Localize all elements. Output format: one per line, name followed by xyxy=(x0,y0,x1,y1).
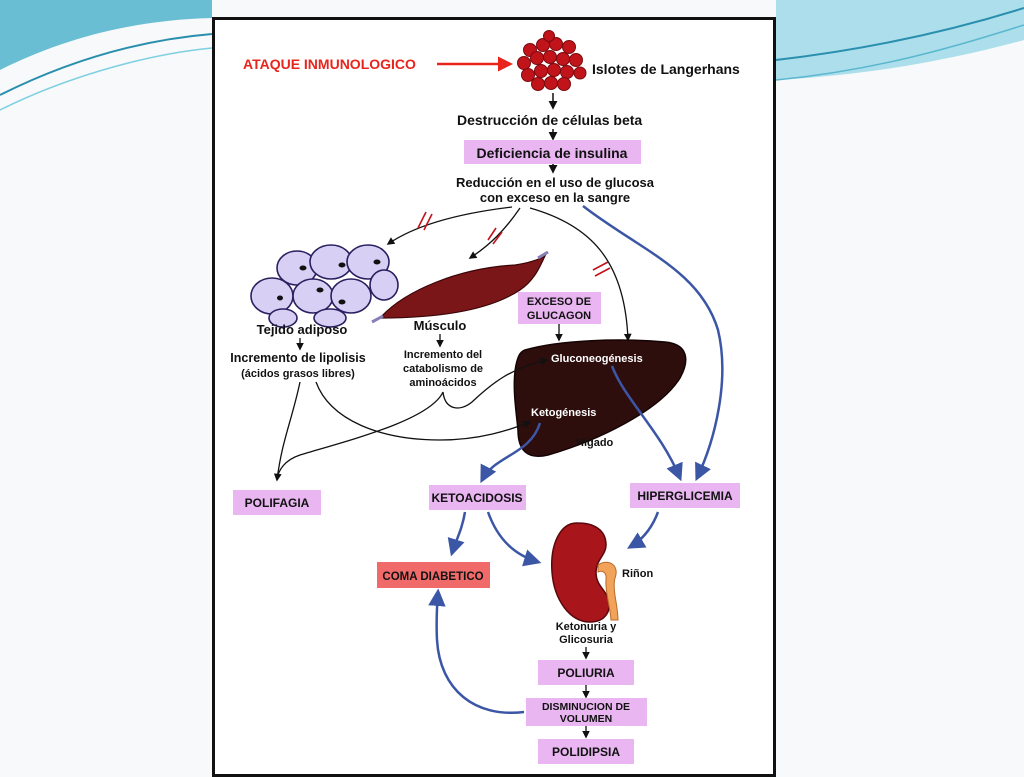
glucose-to-liver-arrow xyxy=(529,207,632,342)
lipolysis-label-line2: (ácidos grasos libres) xyxy=(241,368,355,380)
ketoacidosis-label: KETOACIDOSIS xyxy=(431,491,522,505)
catabolism-to-gluconeogenesis-arrow xyxy=(442,357,549,409)
catabolism-label-line3: aminoácidos xyxy=(409,377,476,389)
gluconeogenesis-to-hyperglycemia-arrow xyxy=(610,365,683,482)
polifagia-box xyxy=(233,490,321,515)
glucagon-label-line1: EXCESO DE xyxy=(527,296,591,308)
gluconeogenesis-label: Gluconeogénesis xyxy=(551,353,643,365)
muscle-tendon xyxy=(371,250,549,324)
adipose-tissue-icon xyxy=(250,244,399,328)
polidipsia-label: POLIDIPSIA xyxy=(552,745,620,759)
liver-icon xyxy=(513,339,687,457)
teal-swoosh-right-line2 xyxy=(775,24,1024,81)
kidney-icon xyxy=(551,522,610,623)
polidipsia-box xyxy=(538,739,634,764)
glucose-label-line2: con exceso en la sangre xyxy=(480,190,630,205)
glucose-to-hyperglycemia-arrow xyxy=(582,205,724,482)
catabolism-label-line2: catabolismo de xyxy=(403,363,483,375)
lipolysis-to-polifagia-arrow xyxy=(273,381,301,482)
kidney-label: Riñon xyxy=(622,568,653,580)
insulin-deficiency-label: Deficiencia de insulina xyxy=(477,145,628,161)
hyperglycemia-to-kidney-arrow xyxy=(626,511,660,549)
muscle-label: Músculo xyxy=(414,318,467,333)
block-marks xyxy=(417,211,611,277)
ketonuria-label-line2: Glicosuria xyxy=(559,634,614,646)
lipolysis-label-line1: Incremento de lipolisis xyxy=(230,351,365,365)
beta-destruction-label: Destrucción de células beta xyxy=(457,112,642,128)
catabolism-label-line1: Incremento del xyxy=(404,349,482,361)
lipolysis-to-ketogenesis-arrow xyxy=(315,381,532,441)
volume-label-line1: DISMINUCION DE xyxy=(542,701,630,713)
islet-cluster-icon xyxy=(517,30,587,91)
teal-swoosh-left xyxy=(0,0,212,70)
glucose-to-adipose-arrow xyxy=(386,206,513,245)
volume-label-line2: VOLUMEN xyxy=(560,713,613,725)
hyperglycemia-box xyxy=(630,483,740,508)
poliuria-label: POLIURIA xyxy=(557,666,615,680)
volume-box xyxy=(526,698,647,726)
catabolism-to-polifagia-arrow xyxy=(276,391,444,481)
liver-label: Hígado xyxy=(576,437,614,449)
glucose-to-muscle-arrow xyxy=(468,207,521,259)
ureter-icon xyxy=(597,561,619,621)
ketoacidosis-to-coma-arrow xyxy=(447,511,467,557)
hyperglycemia-label: HIPERGLICEMIA xyxy=(637,489,733,503)
attack-label: ATAQUE INMUNOLOGICO xyxy=(243,56,416,72)
poliuria-box xyxy=(538,660,634,685)
coma-label: COMA DIABETICO xyxy=(382,571,483,583)
glucagon-box xyxy=(518,292,601,324)
ketoacidosis-box xyxy=(429,485,526,510)
ketogenesis-label: Ketogénesis xyxy=(531,407,596,419)
teal-swoosh-right-line xyxy=(775,7,1024,61)
polifagia-label: POLIFAGIA xyxy=(245,496,310,510)
muscle-fiber-icon xyxy=(378,254,547,319)
teal-swoosh-left-line2 xyxy=(0,47,213,111)
ketoacidosis-to-kidney-arrow xyxy=(486,511,542,567)
glucagon-label-line2: GLUCAGON xyxy=(527,310,591,322)
ketogenesis-to-ketoacidosis-arrow xyxy=(480,422,542,484)
teal-swoosh-left-line xyxy=(0,33,213,96)
islets-label: Islotes de Langerhans xyxy=(592,61,740,77)
adipose-label: Tejido adiposo xyxy=(257,322,348,337)
glucose-label-line1: Reducción en el uso de glucosa xyxy=(456,175,655,190)
coma-box xyxy=(377,562,490,588)
volume-to-coma-arrow xyxy=(428,588,525,715)
insulin-deficiency-box xyxy=(464,140,641,164)
ketonuria-label-line1: Ketonuria y xyxy=(556,621,617,633)
